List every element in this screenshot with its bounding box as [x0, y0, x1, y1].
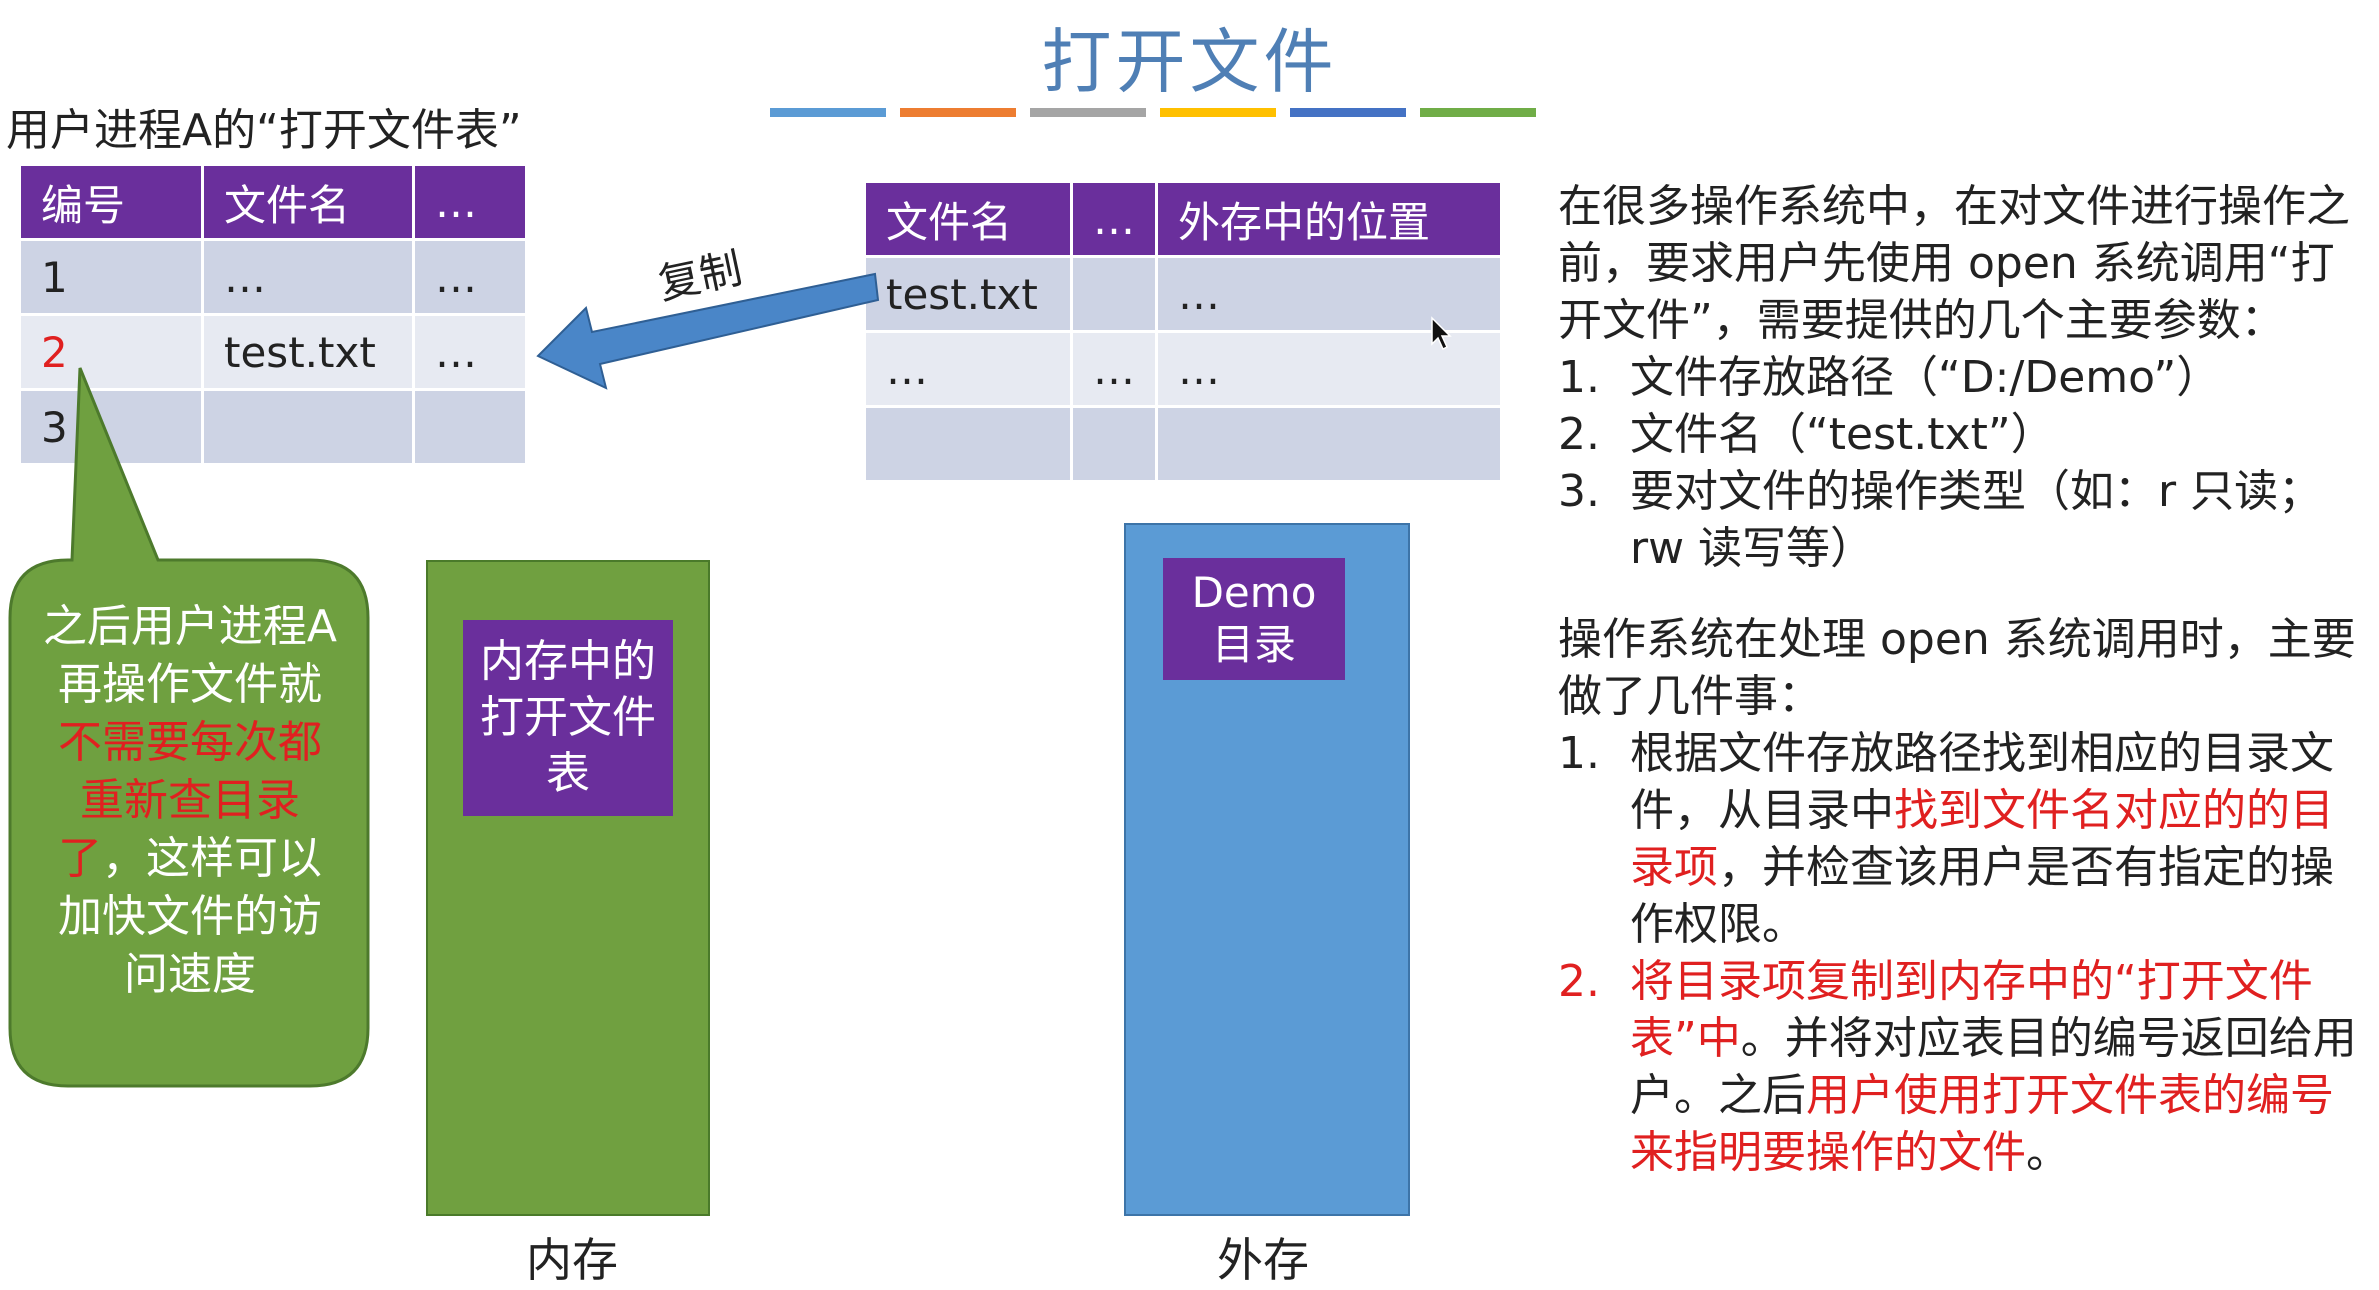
cell-filename: [863, 405, 1073, 483]
cell-more: [412, 388, 528, 466]
demo-directory-box: Demo 目录: [1163, 558, 1345, 680]
process-table-caption: 用户进程A的“打开文件表”: [6, 105, 522, 156]
list-text: 要对文件的操作类型（如：r 只读；rw 读写等）: [1630, 466, 2323, 574]
header-more: …: [1070, 180, 1158, 258]
cell-number: 1: [18, 238, 204, 316]
table-row: 2 test.txt …: [18, 313, 528, 391]
list-number-highlighted: 2.: [1558, 956, 1600, 1007]
list-item: 2. 将目录项复制到内存中的“打开文件表”中。并将对应表目的编号返回给用户。之后…: [1558, 953, 2373, 1181]
cell-location: …: [1155, 330, 1503, 408]
steps-list: 1. 根据文件存放路径找到相应的目录文件，从目录中找到文件名对应的的目录项，并检…: [1558, 725, 2373, 1181]
header-more: …: [412, 163, 528, 241]
step2-part2: 。: [2026, 1127, 2070, 1178]
cell-filename: [201, 388, 415, 466]
table-row: test.txt …: [863, 255, 1503, 333]
list-number: 2.: [1558, 409, 1600, 460]
step1-part2: ，并检查该用户是否有指定的操作权限。: [1630, 842, 2334, 950]
cell-filename: test.txt: [201, 313, 415, 391]
color-bar-5: [1290, 108, 1406, 117]
title-underline-bars: [770, 108, 1536, 117]
list-text: 将目录项复制到内存中的“打开文件表”中。并将对应表目的编号返回给用户。之后用户使…: [1630, 953, 2373, 1181]
callout-text-highlight: 不需要每次都重新查目录了: [58, 717, 322, 884]
copy-arrow-icon: [536, 272, 880, 390]
table-row: … … …: [863, 330, 1503, 408]
list-item: 3. 要对文件的操作类型（如：r 只读；rw 读写等）: [1558, 463, 2373, 577]
list-item: 2. 文件名（“test.txt”）: [1558, 406, 2373, 463]
cell-location: [1155, 405, 1503, 483]
list-number: 1.: [1558, 728, 1600, 779]
color-bar-6: [1420, 108, 1536, 117]
step2-highlight2: 用户使用打开文件表的编号来指明要操作的文件: [1630, 1070, 2334, 1178]
cell-number-highlighted: 2: [18, 313, 204, 391]
cell-more: …: [1070, 330, 1158, 408]
header-filename: 文件名: [863, 180, 1073, 258]
list-item: 1. 文件存放路径（“D:/Demo”）: [1558, 349, 2373, 406]
header-disk-location: 外存中的位置: [1155, 180, 1503, 258]
intro-paragraph: 在很多操作系统中，在对文件进行操作之前，要求用户先使用 open 系统调用“打开…: [1558, 181, 2350, 346]
step2-highlight1: 将目录项复制到内存中的“打开文件表”中: [1630, 956, 2313, 1064]
cell-more: …: [412, 238, 528, 316]
callout-text-part1: 之后用户进程A再操作文件就: [42, 601, 338, 710]
table-row: 1 … …: [18, 238, 528, 316]
cell-more: …: [412, 313, 528, 391]
step2-part1: 。并将对应表目的编号返回给用户。之后: [1630, 1013, 2357, 1121]
cell-location: …: [1155, 255, 1503, 333]
cell-more: [1070, 255, 1158, 333]
mouse-cursor-icon: [1431, 316, 1452, 351]
color-bar-3: [1030, 108, 1146, 117]
color-bar-1: [770, 108, 886, 117]
list-text: 文件存放路径（“D:/Demo”）: [1630, 352, 2221, 403]
header-number: 编号: [18, 163, 204, 241]
memory-open-file-table-box: 内存中的打开文件表: [463, 620, 673, 816]
callout-text-part2: ，这样可以加快文件的访问速度: [58, 833, 322, 1000]
callout-text: 之后用户进程A再操作文件就不需要每次都重新查目录了，这样可以加快文件的访问速度: [40, 598, 340, 1004]
callout-bubble: [8, 367, 370, 1088]
list-item: 1. 根据文件存放路径找到相应的目录文件，从目录中找到文件名对应的的目录项，并检…: [1558, 725, 2373, 953]
memory-open-file-table: 文件名 … 外存中的位置 test.txt … … … …: [863, 180, 1503, 483]
cell-filename: test.txt: [863, 255, 1073, 333]
table-row: [863, 405, 1503, 483]
cell-filename: …: [863, 330, 1073, 408]
explanation-panel: 在很多操作系统中，在对文件进行操作之前，要求用户先使用 open 系统调用“打开…: [1558, 178, 2373, 1181]
list-number: 3.: [1558, 466, 1600, 517]
slide-title: 打开文件: [1041, 21, 1338, 103]
color-bar-2: [900, 108, 1016, 117]
list-text: 根据文件存放路径找到相应的目录文件，从目录中找到文件名对应的的目录项，并检查该用…: [1630, 725, 2373, 953]
header-filename: 文件名: [201, 163, 415, 241]
list-number: 1.: [1558, 352, 1600, 403]
section2-paragraph: 操作系统在处理 open 系统调用时，主要做了几件事：: [1558, 614, 2356, 722]
cell-more: [1070, 405, 1158, 483]
cell-filename: …: [201, 238, 415, 316]
memory-label: 内存: [526, 1233, 618, 1287]
color-bar-4: [1160, 108, 1276, 117]
disk-label: 外存: [1217, 1233, 1309, 1287]
step1-part1: 根据文件存放路径找到相应的目录文件，从目录中: [1630, 728, 2334, 836]
list-text: 文件名（“test.txt”）: [1630, 409, 2055, 460]
param-list: 1. 文件存放路径（“D:/Demo”） 2. 文件名（“test.txt”） 3.…: [1558, 349, 2373, 577]
step1-highlight: 找到文件名对应的的目录项: [1630, 785, 2334, 893]
